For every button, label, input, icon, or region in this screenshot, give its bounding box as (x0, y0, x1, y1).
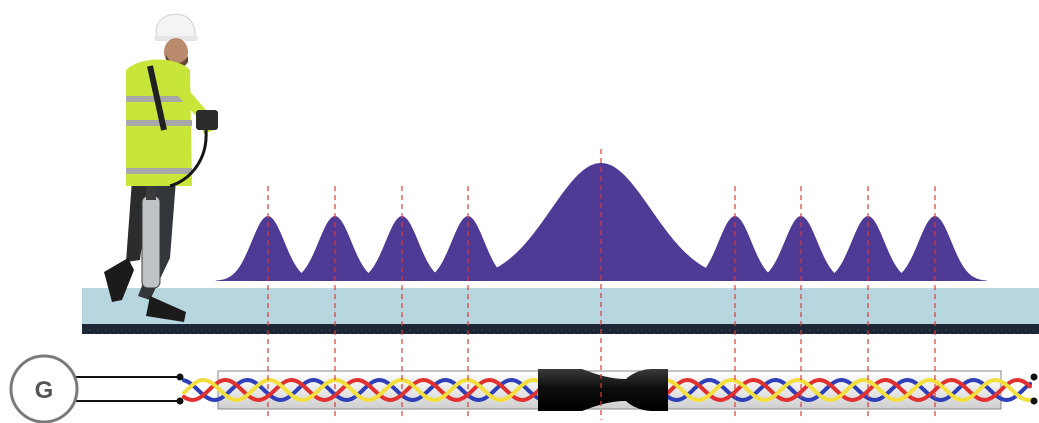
ground-surface-layer (82, 288, 1039, 328)
generator-symbol (9, 354, 79, 423)
signal-peak-3 (349, 216, 455, 281)
wire-blue (666, 377, 1032, 403)
wire-yellow (182, 377, 542, 403)
wire-yellow (666, 377, 1032, 403)
worker-icon (104, 13, 218, 322)
signal-peak-6 (682, 216, 788, 281)
signal-peak-1 (215, 216, 321, 281)
signal-peak-2 (282, 216, 388, 281)
wire-blue (182, 377, 542, 403)
generator-label: G (35, 377, 54, 404)
generator: G (9, 354, 1038, 423)
wire-red (666, 377, 1032, 403)
ground-surface (82, 288, 1039, 334)
peak-guide-lines (267, 149, 936, 420)
cable-joint-icon (538, 369, 668, 411)
signal-peak-7 (748, 216, 854, 281)
twisted-wires (182, 377, 1032, 403)
wire-red (182, 377, 542, 403)
signal-peak-9 (882, 216, 988, 281)
lead-terminal (176, 397, 184, 405)
far-end-terminal (1030, 397, 1038, 405)
underground-cable (182, 369, 1032, 411)
signal-peak-8 (815, 216, 921, 281)
far-end-terminal (1030, 373, 1038, 381)
lead-terminal (176, 373, 184, 381)
ground-base-layer (82, 324, 1039, 334)
signal-peak-4 (415, 216, 521, 281)
